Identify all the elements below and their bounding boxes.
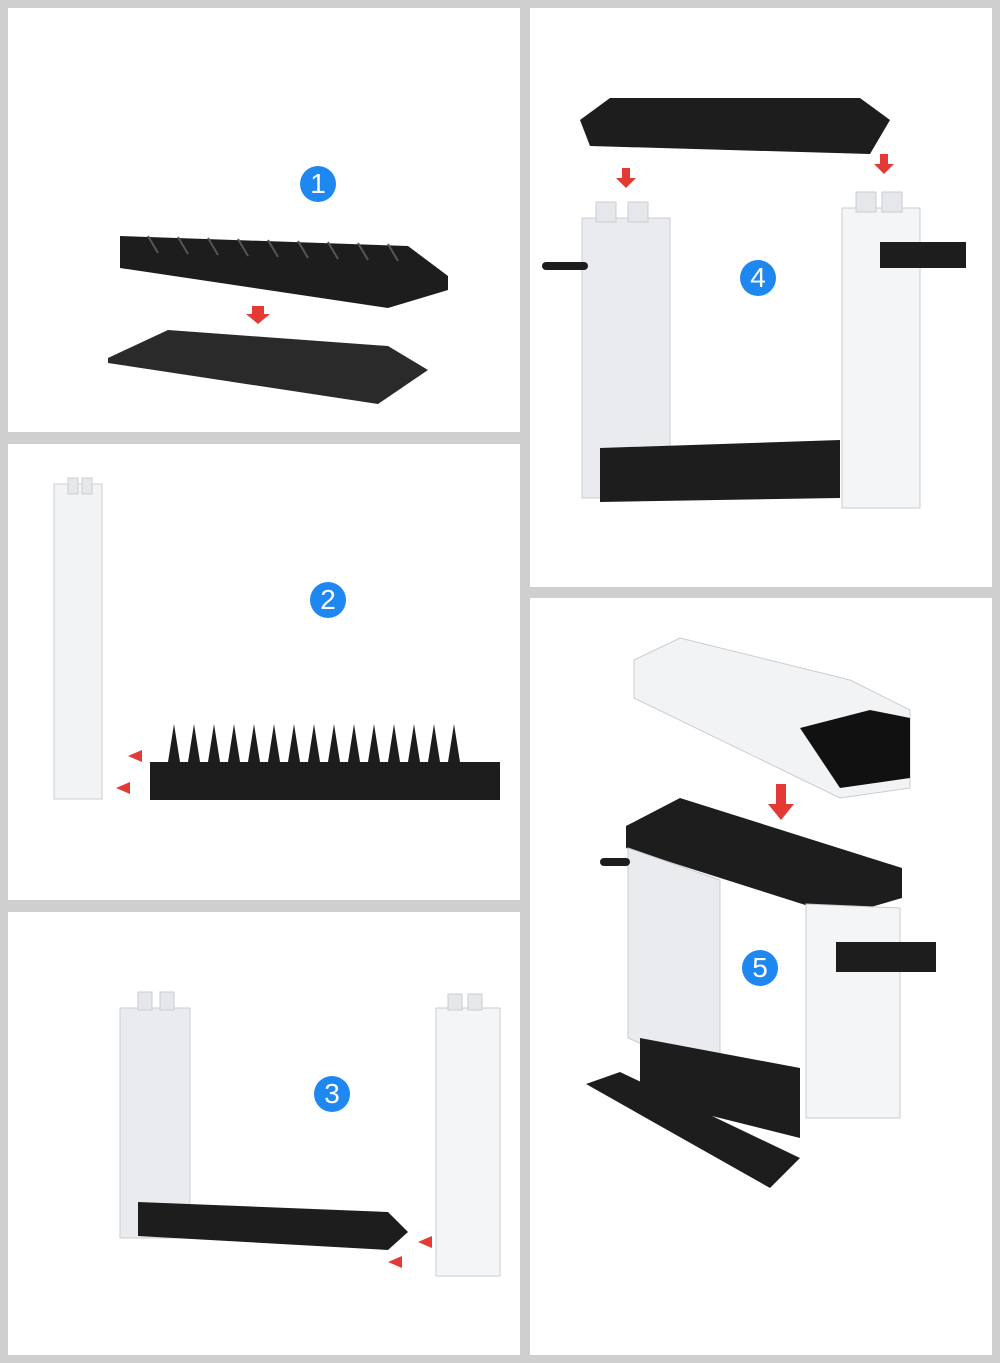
arrow-down bbox=[616, 168, 636, 188]
step-4-illustration bbox=[542, 98, 966, 509]
step-2-illustration bbox=[53, 477, 500, 800]
side-pillar-right bbox=[805, 903, 901, 1119]
disc-rack bbox=[150, 762, 500, 800]
arrow-left bbox=[388, 1256, 402, 1268]
step-3-panel: 3 bbox=[8, 912, 520, 1355]
side-pillar-left bbox=[119, 1007, 191, 1239]
arrow-left bbox=[116, 782, 130, 794]
step-2-panel: 2 bbox=[8, 444, 520, 900]
drawer-tray bbox=[586, 1072, 800, 1188]
step-number-badge: 1 bbox=[300, 166, 336, 202]
step-4-panel: 4 bbox=[530, 8, 992, 587]
arrow-down bbox=[874, 154, 894, 174]
headset-hook bbox=[836, 942, 936, 972]
headset-hook bbox=[880, 242, 966, 268]
base-tray bbox=[108, 330, 428, 404]
step-5-panel: 5 bbox=[530, 598, 992, 1355]
top-cover bbox=[580, 98, 890, 154]
step-number-badge: 4 bbox=[740, 260, 776, 296]
disc-rack bbox=[640, 1038, 800, 1138]
step-number-badge: 5 bbox=[742, 950, 778, 986]
step-5-illustration bbox=[586, 637, 936, 1188]
side-pillar-left bbox=[53, 483, 103, 800]
step-number-badge: 2 bbox=[310, 582, 346, 618]
step-1-illustration bbox=[108, 235, 448, 404]
headset-hook bbox=[542, 262, 588, 270]
step-number-badge: 3 bbox=[314, 1076, 350, 1112]
top-cover bbox=[626, 798, 902, 916]
disc-rack bbox=[600, 440, 840, 502]
arrow-down bbox=[768, 784, 794, 820]
step-3-illustration bbox=[119, 991, 501, 1277]
arrow-down bbox=[246, 306, 270, 324]
arrow-left bbox=[418, 1236, 432, 1248]
step-1-panel: 1 bbox=[8, 8, 520, 432]
disc-rack bbox=[120, 236, 448, 308]
headset-hook bbox=[600, 858, 630, 866]
disc-rack bbox=[138, 1202, 408, 1250]
side-pillar-right bbox=[435, 1007, 501, 1277]
arrow-left bbox=[128, 750, 142, 762]
